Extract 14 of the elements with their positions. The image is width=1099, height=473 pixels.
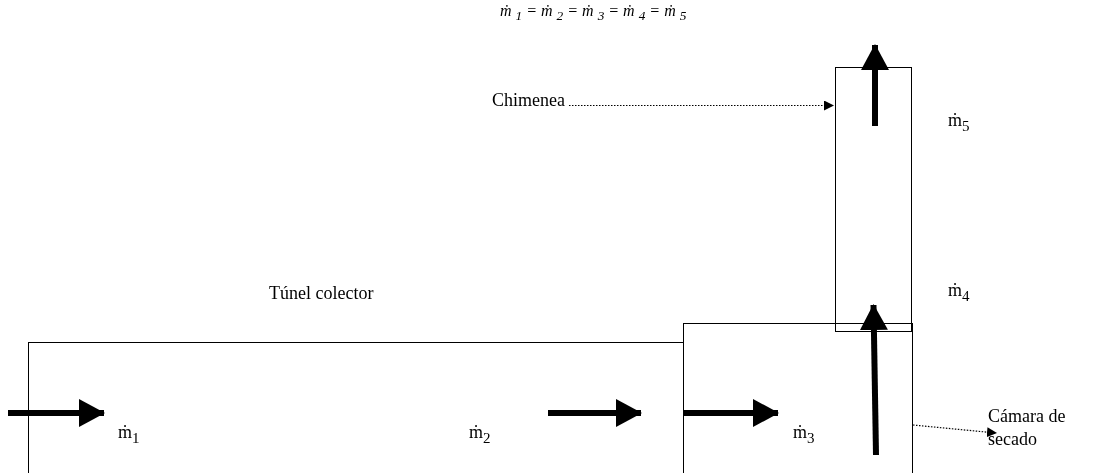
leader-line xyxy=(568,100,834,111)
flow-symbol: ṁ$_{4}$ xyxy=(948,280,970,305)
chimney-box xyxy=(835,67,912,332)
leader-line xyxy=(912,424,997,438)
tunnel-heading: Túnel colector xyxy=(269,283,374,304)
callout-label: Cámara de secado xyxy=(988,405,1068,450)
equation: ṁ $_{1}$ = ṁ $_{2}$ = ṁ $_{3}$ = ṁ $_{4}$ = ṁ $_{5}$ xyxy=(500,2,687,25)
flow-symbol: ṁ$_{5}$ xyxy=(948,110,970,135)
flow-symbol: ṁ$_{2}$ xyxy=(469,422,491,447)
callout-label: Chimenea xyxy=(492,90,565,111)
chamber-box xyxy=(683,323,913,473)
flow-symbol: ṁ$_{3}$ xyxy=(793,422,815,447)
flow-symbol: ṁ$_{1}$ xyxy=(118,422,140,447)
flow-arrow xyxy=(859,304,888,456)
